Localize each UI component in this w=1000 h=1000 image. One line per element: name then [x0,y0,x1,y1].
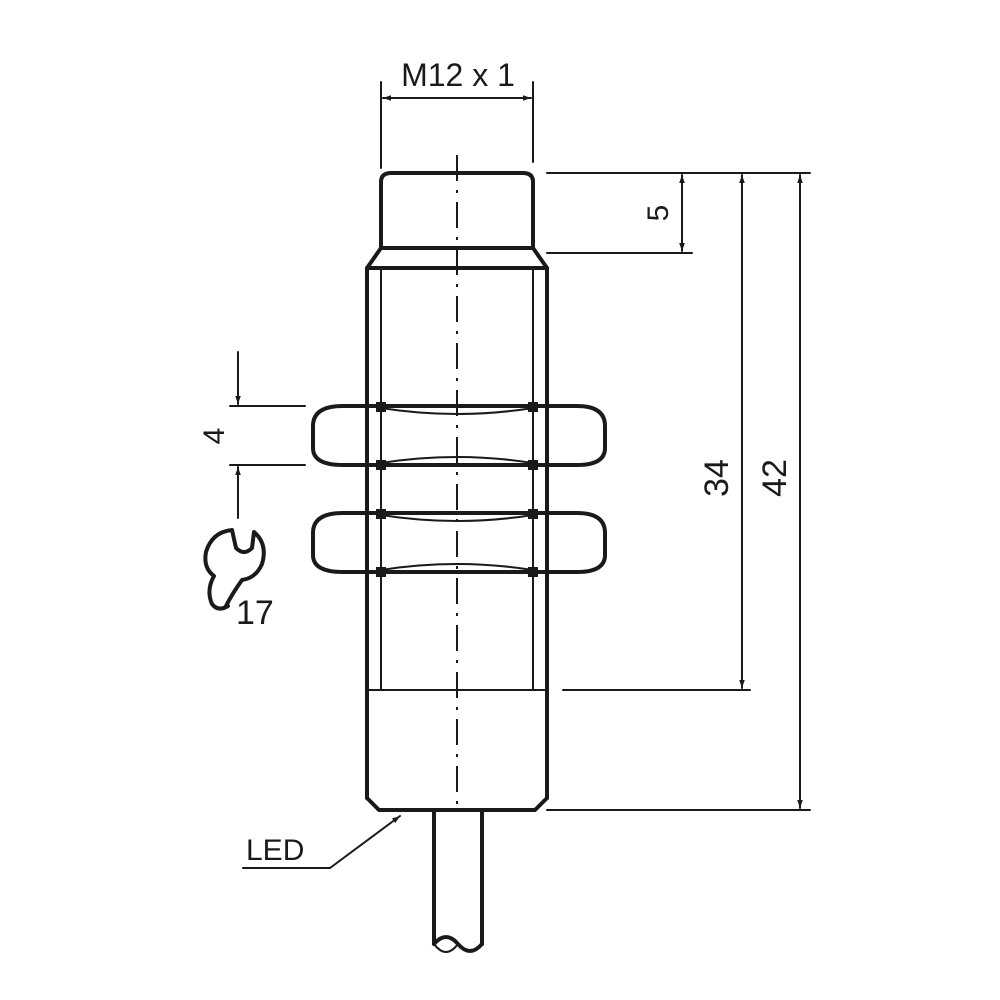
total-length-value: 42 [756,459,794,497]
wrench-size: 17 [236,594,274,632]
cable [432,810,484,953]
lock-nut-top [311,402,607,470]
led-callout: LED [242,815,401,869]
thread-length-value: 34 [698,459,736,497]
nut-thickness-value: 4 [198,428,231,445]
open-end-wrench-icon: 17 [203,528,274,632]
nut-thickness-dimension: 4 [198,351,306,519]
led-label: LED [246,834,304,867]
lock-nut-bottom [311,509,607,577]
total-length-dimension: 42 [546,174,811,811]
thread-dimension: M12 x 1 [380,57,534,169]
cap-height-value: 5 [642,205,675,222]
cap-height-dimension: 5 [546,172,693,254]
thread-label: M12 x 1 [401,57,515,93]
thread-length-dimension: 34 [562,172,811,691]
